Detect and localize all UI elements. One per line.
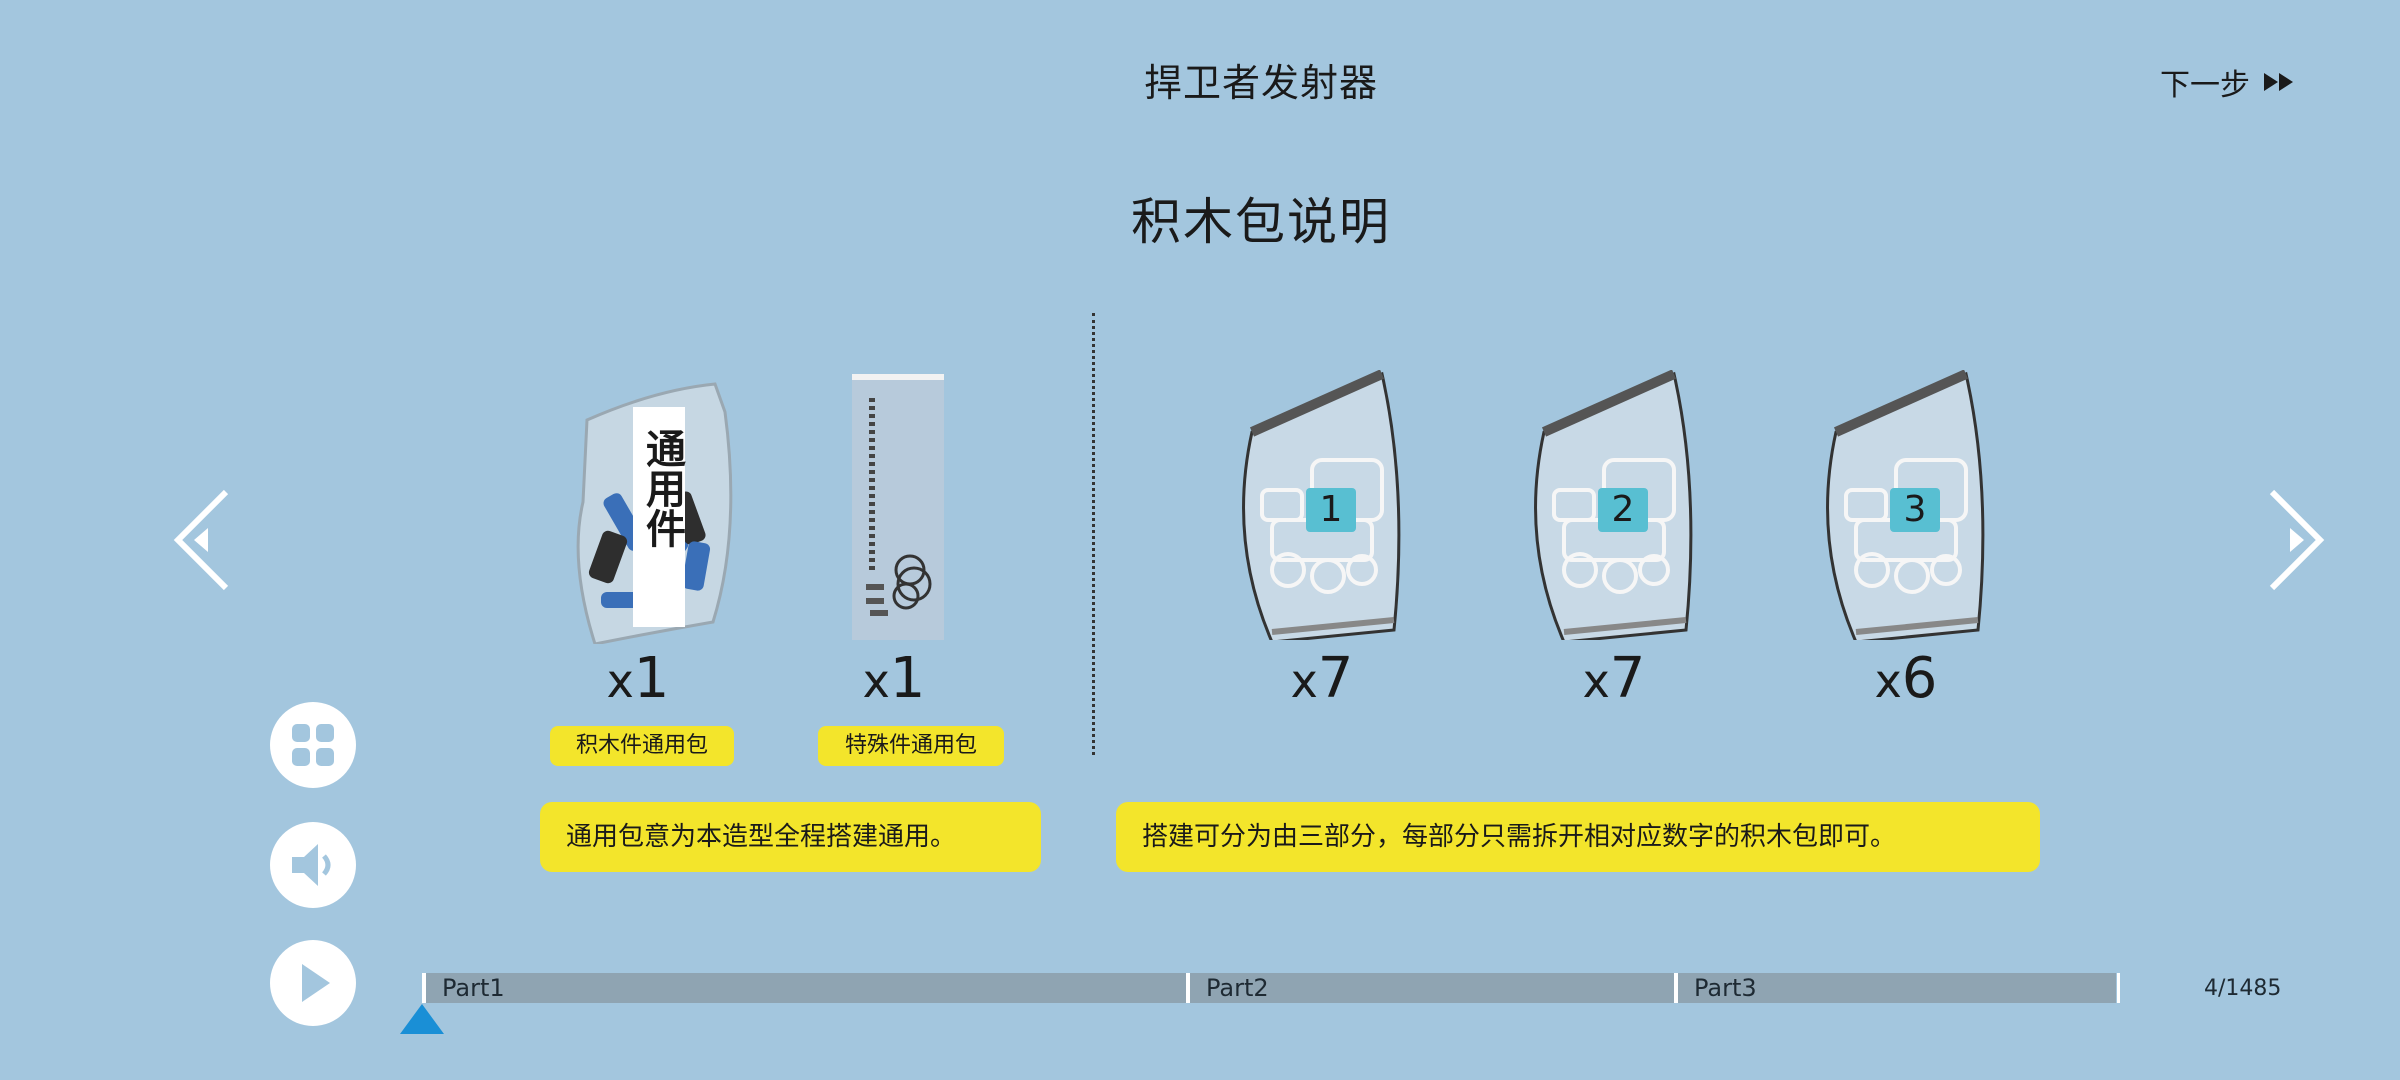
progress-marker[interactable] xyxy=(400,1004,444,1034)
play-icon xyxy=(302,964,330,1002)
bag-image xyxy=(1826,369,1985,644)
numbered-bag-3: 3 xyxy=(1816,369,1992,644)
special-bag-tag: 特殊件通用包 xyxy=(818,726,1004,766)
grid-icon xyxy=(292,724,334,766)
timeline-part-2[interactable]: Part2 xyxy=(1186,973,1674,1003)
bag-3-count: x6 xyxy=(1874,646,1938,711)
section-title: 积木包说明 xyxy=(1131,193,1391,251)
bag-number: 3 xyxy=(1903,489,1927,530)
numbered-pack-note: 搭建可分为由三部分，每部分只需拆开相对应数字的积木包即可。 xyxy=(1116,802,2040,872)
bag-image xyxy=(1534,369,1693,644)
section-divider xyxy=(1092,313,1095,755)
timeline-part-3[interactable]: Part3 xyxy=(1674,973,2116,1003)
common-bag-label: 通用件 xyxy=(639,428,685,548)
bag-1-count: x7 xyxy=(1290,646,1354,711)
timeline-bar[interactable]: Part1 Part2 Part3 xyxy=(422,973,2120,1003)
next-step-button[interactable]: 下一步 xyxy=(2160,60,2296,104)
common-pack-note: 通用包意为本造型全程搭建通用。 xyxy=(540,802,1041,872)
special-parts-bag-image xyxy=(852,374,944,640)
bag-2-count: x7 xyxy=(1582,646,1646,711)
numbered-bag-2: 2 xyxy=(1524,369,1700,644)
common-bag-count: x1 xyxy=(606,646,670,711)
special-bag-count: x1 xyxy=(862,646,926,711)
bag-number: 1 xyxy=(1319,489,1343,530)
prev-page-arrow-icon[interactable] xyxy=(170,488,240,592)
fast-forward-icon xyxy=(2264,73,2293,91)
common-bag-tag: 积木件通用包 xyxy=(550,726,734,766)
bag-image xyxy=(1242,369,1401,644)
grid-menu-button[interactable] xyxy=(270,702,356,788)
numbered-bag-1: 1 xyxy=(1232,369,1408,644)
speaker-icon xyxy=(292,844,331,886)
app-title: 捍卫者发射器 xyxy=(1143,61,1378,105)
timeline-end-marker xyxy=(2117,973,2120,1003)
next-step-label: 下一步 xyxy=(2160,68,2250,103)
page-counter: 4/1485 xyxy=(2204,976,2282,1001)
play-button[interactable] xyxy=(270,940,356,1026)
sound-button[interactable] xyxy=(270,822,356,908)
common-parts-bag-image xyxy=(576,382,733,644)
timeline-part-1[interactable]: Part1 xyxy=(422,973,1186,1003)
bag-number: 2 xyxy=(1611,489,1635,530)
next-page-arrow-icon[interactable] xyxy=(2258,488,2328,592)
